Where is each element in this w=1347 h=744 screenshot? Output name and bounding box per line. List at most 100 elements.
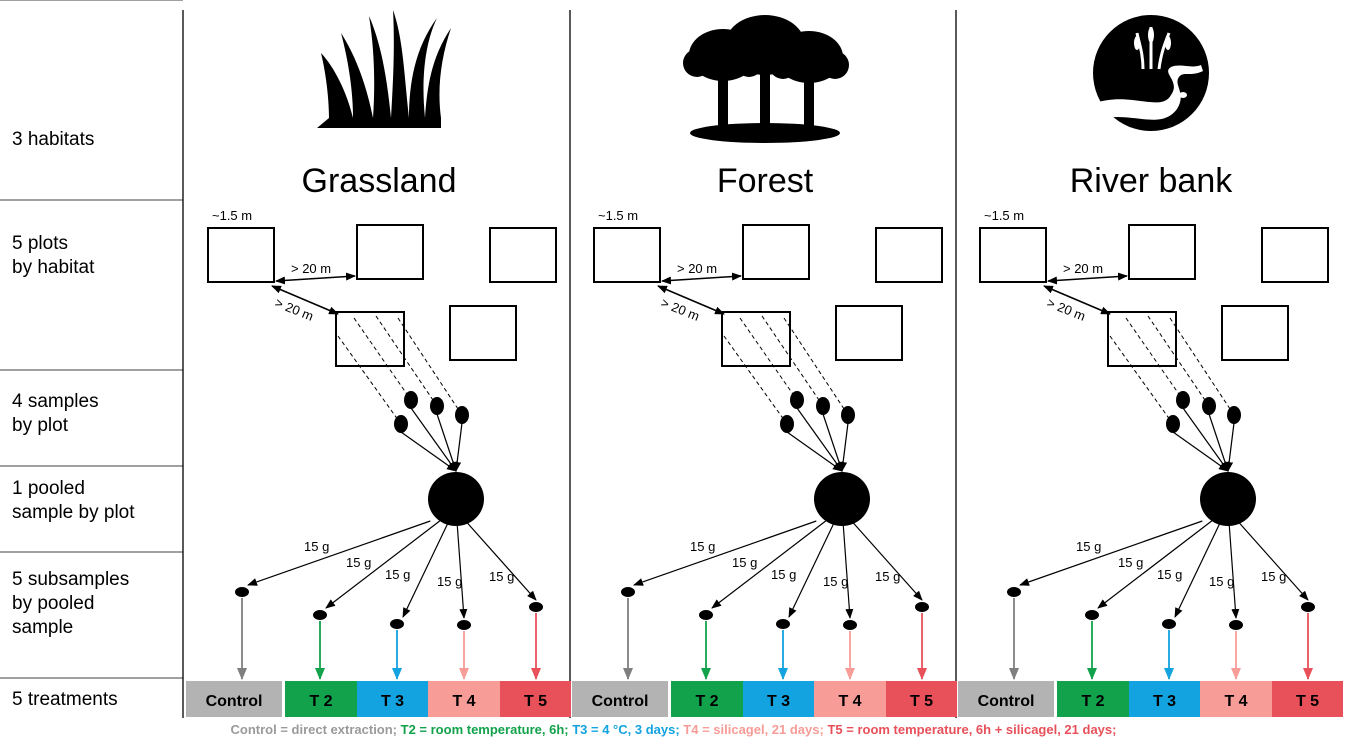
sampling-dash-line xyxy=(375,315,438,407)
sampling-design-diagram: Grassland~1.5 m> 20 m> 20 m15 gControl15… xyxy=(0,0,1343,718)
subsample xyxy=(699,610,713,620)
soil-sample xyxy=(1166,415,1180,433)
legend-entry: T2 = room temperature, 6h; xyxy=(400,722,573,737)
subsample-mass-label: 15 g xyxy=(690,539,715,554)
distance-label: > 20 m xyxy=(273,295,316,324)
plot-square xyxy=(875,227,943,283)
subsampling-arrow xyxy=(851,520,923,601)
stone xyxy=(1179,92,1187,98)
soil-sample xyxy=(790,391,804,409)
treatment-label: T 5 xyxy=(910,693,933,710)
subsample-mass-label: 15 g xyxy=(1157,567,1182,582)
treatment-box xyxy=(1129,681,1200,717)
treatment-box xyxy=(671,681,743,717)
distance-arrow xyxy=(661,272,742,285)
soil-sample xyxy=(394,415,408,433)
sampling-dash-line xyxy=(1147,315,1210,407)
pooling-arrow xyxy=(1225,422,1235,472)
soil-sample xyxy=(455,406,469,424)
subsample-mass-label: 15 g xyxy=(771,567,796,582)
treatment-label: T 4 xyxy=(1224,693,1247,710)
soil-sample xyxy=(841,406,855,424)
row-label: 5 plots by habitat xyxy=(12,233,95,278)
pooled-sample xyxy=(814,472,870,526)
subsample-mass-label: 15 g xyxy=(823,574,848,589)
subsample xyxy=(1085,610,1099,620)
tree-crown xyxy=(821,51,849,79)
pooling-arrow xyxy=(436,413,457,472)
subsampling-arrow xyxy=(1228,520,1240,619)
plot-square xyxy=(207,227,275,283)
sampling-dash-line xyxy=(353,317,412,401)
sampling-dash-line xyxy=(1125,317,1184,401)
subsample-mass-label: 15 g xyxy=(1209,574,1234,589)
subsampling-arrow xyxy=(1019,520,1203,586)
treatment-box xyxy=(1272,681,1343,717)
distance-arrow xyxy=(657,285,725,315)
subsample xyxy=(843,620,857,630)
soil-sample xyxy=(1227,406,1241,424)
subsample xyxy=(390,619,404,629)
tree-trunk xyxy=(718,73,728,129)
subsample xyxy=(1229,620,1243,630)
subsample xyxy=(621,587,635,597)
plot-square xyxy=(979,227,1047,283)
habitat-name: Forest xyxy=(717,162,814,200)
treatment-label: T 4 xyxy=(452,693,475,710)
river-icon xyxy=(1093,15,1209,131)
subsampling-arrow xyxy=(1174,520,1222,618)
subsample xyxy=(1007,587,1021,597)
subsample xyxy=(457,620,471,630)
tree-trunk xyxy=(804,75,814,129)
sampled-plot xyxy=(335,311,405,367)
subsampling-arrow xyxy=(456,520,468,619)
cattail-head xyxy=(1165,36,1171,50)
grass-icon xyxy=(317,10,451,128)
treatment-box xyxy=(1057,681,1129,717)
treatment-label: Control xyxy=(592,693,649,710)
distance-arrow xyxy=(1043,285,1111,315)
distance-arrow xyxy=(271,285,339,315)
subsampling-arrow xyxy=(788,520,836,618)
soil-sample xyxy=(816,397,830,415)
treatment-legend: Control = direct extraction; T2 = room t… xyxy=(0,722,1347,737)
treatment-box xyxy=(1200,681,1272,717)
treatment-box xyxy=(285,681,357,717)
pooling-arrow xyxy=(1182,407,1229,472)
treatment-box xyxy=(886,681,957,717)
sampling-dash-line xyxy=(1109,335,1174,425)
subsample xyxy=(776,619,790,629)
treatment-label: Control xyxy=(206,693,263,710)
stone xyxy=(1171,94,1179,100)
pooling-arrow xyxy=(796,407,843,472)
plot-square xyxy=(356,224,424,280)
pooling-arrow xyxy=(1208,413,1229,472)
sampling-dash-line xyxy=(723,335,788,425)
treatment-label: T 2 xyxy=(309,693,332,710)
sampling-dash-line xyxy=(761,315,824,407)
row-label: 1 pooled sample by plot xyxy=(12,478,135,523)
subsampling-arrow xyxy=(247,520,431,586)
grid-lines xyxy=(0,0,957,718)
pooling-arrow xyxy=(400,431,457,472)
pooled-sample xyxy=(428,472,484,526)
cattail-head xyxy=(1148,27,1154,43)
habitat-name: River bank xyxy=(1070,162,1234,200)
subsample-mass-label: 15 g xyxy=(1076,539,1101,554)
subsample xyxy=(313,610,327,620)
treatment-label: T 5 xyxy=(1296,693,1319,710)
subsampling-arrow xyxy=(325,520,441,609)
treatment-label: Control xyxy=(978,693,1035,710)
habitat-panel: Grassland~1.5 m> 20 m> 20 m15 gControl15… xyxy=(186,10,571,717)
subsampling-arrow xyxy=(842,520,854,619)
subsample xyxy=(915,602,929,612)
treatment-box xyxy=(500,681,571,717)
treatment-box xyxy=(958,681,1054,717)
pooling-arrow xyxy=(1172,431,1229,472)
legend-entry: Control = direct extraction; xyxy=(230,722,401,737)
plot-square xyxy=(1128,224,1196,280)
subsample xyxy=(235,587,249,597)
subsample-mass-label: 15 g xyxy=(1261,569,1286,584)
tree-crown xyxy=(683,49,711,77)
